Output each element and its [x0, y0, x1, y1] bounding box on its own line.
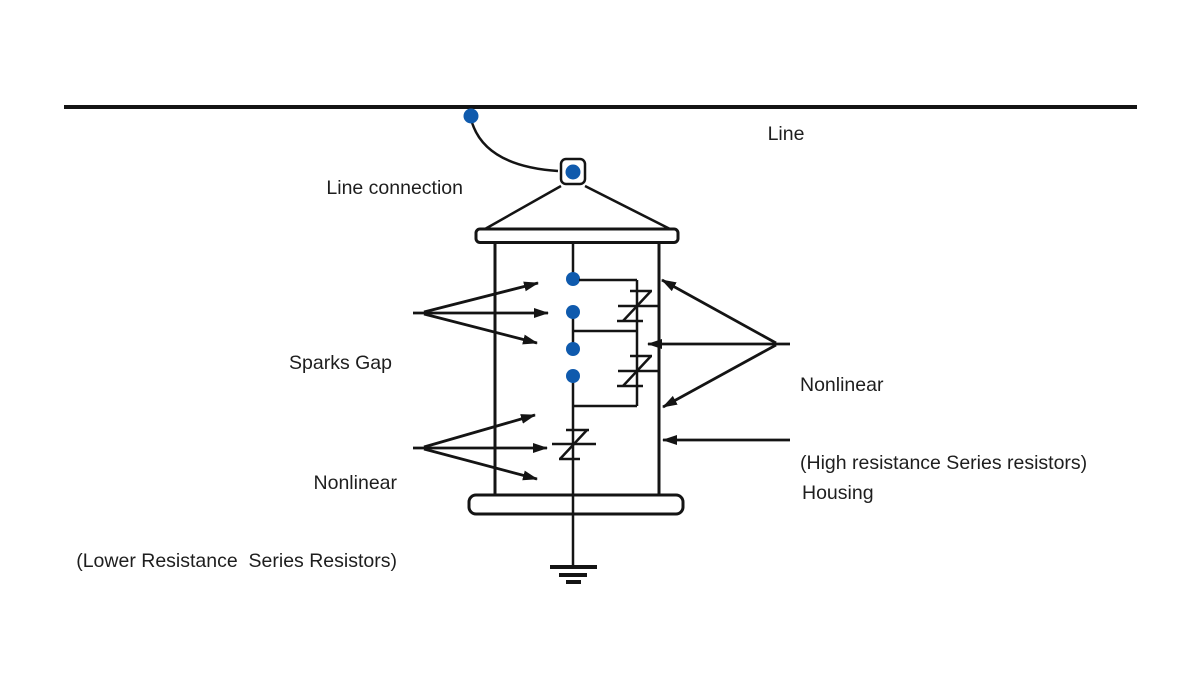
high-resistor-arrows	[647, 278, 790, 409]
spark-gap-dot-3	[566, 342, 580, 356]
arrow-icon	[423, 447, 538, 481]
arrow-icon	[662, 343, 777, 409]
spark-gap-dot-1	[566, 272, 580, 286]
housing-walls	[493, 242, 661, 495]
label-nonlinear-low-line1: Nonlinear	[313, 472, 397, 494]
terminal-dot	[565, 164, 581, 180]
nonlinear-resistor-icon-1	[617, 289, 658, 323]
line-connection-dot	[463, 108, 479, 124]
spark-gap-column	[566, 242, 580, 567]
label-line-connection: Line connection	[260, 123, 463, 253]
label-line-connection-text: Line connection	[326, 177, 463, 199]
nonlinear-resistor-icon-2	[617, 354, 658, 388]
sparks-gap-arrows	[413, 281, 549, 345]
label-sparks-gap-text: Sparks Gap	[289, 352, 392, 374]
arrester-cap	[474, 157, 680, 244]
label-line-text: Line	[767, 123, 805, 145]
line-connection	[463, 108, 559, 173]
label-nonlinear-high: Nonlinear (High resistance Series resist…	[800, 320, 1120, 528]
label-sparks-gap: Sparks Gap	[289, 298, 419, 428]
cap-flange	[474, 227, 680, 244]
label-line: Line	[726, 69, 846, 199]
arrow-icon	[423, 281, 539, 314]
spark-gap-dot-2	[566, 305, 580, 319]
roof-slope-right-icon	[584, 184, 671, 231]
ground-icon	[550, 565, 597, 584]
label-nonlinear-high-line2: (High resistance Series resistors)	[800, 452, 1088, 474]
base-flange	[467, 493, 685, 516]
series-resistor-icon	[552, 428, 596, 461]
lower-resistor-arrows	[413, 413, 548, 481]
spark-gap-dot-4	[566, 369, 580, 383]
label-housing-text: Housing	[802, 482, 874, 504]
label-nonlinear-high-line1: Nonlinear	[800, 374, 884, 396]
annotation-arrows	[413, 278, 790, 481]
grading-resistor-branch	[573, 278, 658, 408]
arrow-icon	[423, 312, 538, 345]
label-housing: Housing	[802, 428, 922, 558]
arrow-icon	[423, 413, 536, 449]
roof-slope-left-icon	[484, 184, 562, 231]
arrow-icon	[661, 278, 777, 345]
label-nonlinear-low: Nonlinear (Lower Resistance Series Resis…	[37, 418, 397, 626]
connection-drop-wire	[469, 118, 559, 173]
label-nonlinear-low-line2: (Lower Resistance Series Resistors)	[76, 550, 397, 572]
